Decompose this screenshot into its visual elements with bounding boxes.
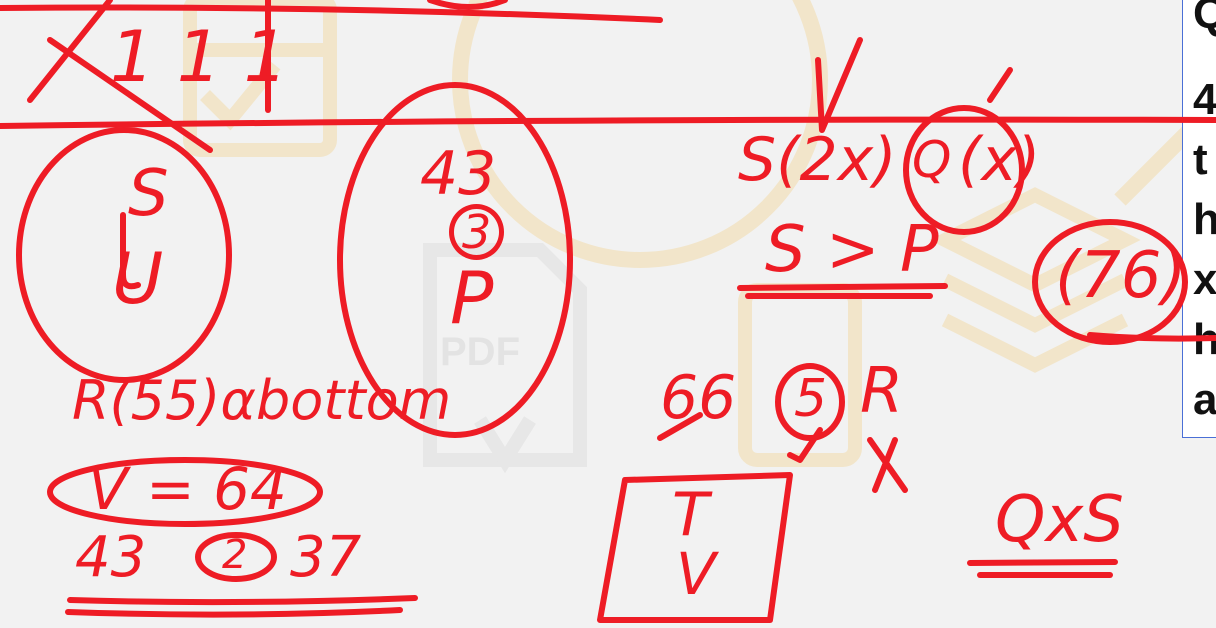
side-fragment: x — [1193, 255, 1216, 304]
annotation-43: 43 — [420, 139, 497, 209]
annotation-66: 66 — [660, 363, 737, 433]
circle-43-p — [337, 82, 573, 438]
annotation-r: R — [860, 354, 904, 427]
side-fragment: a — [1193, 375, 1216, 424]
annotation-qxs: QxS — [995, 483, 1124, 557]
slash-stroke — [27, 0, 113, 103]
side-fragment: 4 — [1193, 75, 1216, 124]
tick-5 — [787, 427, 823, 463]
box-t-v — [597, 472, 793, 623]
annotation-r55: R(55)αbottom — [72, 369, 452, 432]
cross-r — [867, 437, 908, 493]
annotation-s: S — [128, 157, 169, 231]
pdf-download-icon: PDF — [423, 243, 587, 474]
circle-5 — [775, 363, 845, 441]
tick-mark-right — [987, 67, 1013, 103]
annotation-q: Q — [912, 131, 952, 189]
circle-v64 — [47, 457, 323, 527]
annotation-u: U — [112, 238, 164, 320]
annotation-43-b: 43 — [75, 525, 147, 590]
annotation-v64: V = 64 — [88, 455, 287, 523]
annotation-s-gt-p: S > P — [765, 213, 939, 287]
underline-76 — [1087, 332, 1216, 342]
calendar-icon — [183, 0, 337, 157]
underline-43-2-37 — [67, 595, 418, 606]
svg-text:PDF: PDF — [440, 330, 520, 374]
annotation-76: (76) — [1055, 239, 1187, 313]
arrow-s-u — [120, 212, 141, 290]
annotation-circled-5: 5 — [794, 369, 828, 429]
circle-2 — [195, 532, 277, 582]
annotation-box-v: V — [676, 540, 716, 608]
annotation-box-t: T — [672, 480, 709, 550]
underline-qxs — [967, 559, 1118, 566]
top-stroke — [0, 4, 663, 23]
annotation-circled-3: 3 — [449, 204, 505, 260]
circle-76 — [1032, 219, 1188, 345]
x-mark — [47, 37, 213, 153]
side-fragment: Q — [1193, 0, 1216, 36]
underline-43-2-37-b — [65, 607, 403, 618]
tick-66 — [657, 412, 703, 441]
annotation-circled-2: 2 — [222, 532, 248, 578]
annotation-s2x: S(2x) — [738, 125, 897, 195]
underline-s-gt-p — [737, 283, 948, 291]
top-oval-arc — [427, 0, 508, 10]
side-fragment: t — [1193, 135, 1208, 184]
annotation-p: P — [450, 256, 494, 340]
annotation-x: (x) — [958, 125, 1041, 195]
circle-s-u — [16, 127, 232, 383]
divider-line — [0, 116, 1216, 129]
tick-mark-mid — [815, 37, 863, 133]
circle-q — [903, 105, 1025, 235]
side-fragment: h — [1193, 198, 1216, 242]
side-text-panel: Q 4 t h x h a — [1182, 0, 1216, 438]
annotation-top-left: 1 1 1 — [110, 16, 289, 98]
annotation-37: 37 — [290, 525, 362, 590]
